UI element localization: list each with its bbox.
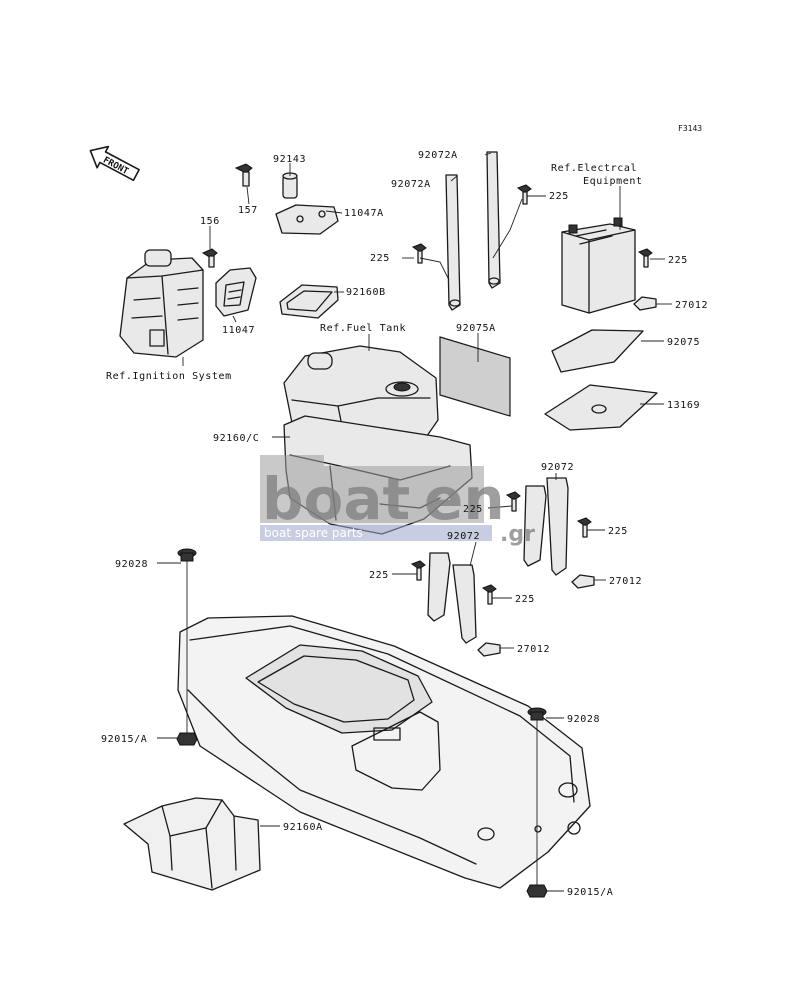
- part-label: 92160B: [346, 287, 386, 298]
- ref-ignition-system: Ref.Ignition System: [106, 371, 232, 382]
- hull: [177, 615, 591, 889]
- part-label: 92028: [115, 559, 148, 570]
- strap-92072-lower: [427, 552, 477, 644]
- part-label: 92160/C: [213, 433, 259, 444]
- part-label: 225: [370, 253, 390, 264]
- clip-27012-c: [477, 642, 501, 657]
- leader-lines: [157, 152, 672, 892]
- part-label: 27012: [675, 300, 708, 311]
- bolt-225-d: [505, 491, 521, 512]
- part-label: 225: [668, 255, 688, 266]
- part-label: 92072: [541, 462, 574, 473]
- part-label: 225: [369, 570, 389, 581]
- part-label: 92075: [667, 337, 700, 348]
- bolt-157: [234, 163, 253, 187]
- part-label: 225: [515, 594, 535, 605]
- sheet-92075: [551, 329, 644, 373]
- part-label: 11047A: [344, 208, 384, 219]
- nut-92015a-b: [526, 884, 548, 898]
- part-label: 157: [238, 205, 258, 216]
- strap-92072-upper: [523, 477, 569, 576]
- strap-92072a-right: [486, 151, 501, 289]
- part-label: 92072: [447, 531, 480, 542]
- bolt-225-a: [516, 184, 532, 205]
- sheet-13169: [544, 384, 658, 431]
- watermark-tagline: boat spare parts: [264, 526, 363, 540]
- ref-fuel-tank: Ref.Fuel Tank: [320, 323, 406, 334]
- part-label: 92072A: [391, 179, 431, 190]
- ignition-system-box: [119, 249, 204, 358]
- clip-27012-b: [571, 574, 595, 589]
- part-label: 92143: [273, 154, 306, 165]
- collar-92143: [282, 172, 298, 199]
- part-label: 27012: [517, 644, 550, 655]
- part-label: 92160A: [283, 822, 323, 833]
- part-label: 92072A: [418, 150, 458, 161]
- part-label: 225: [549, 191, 569, 202]
- bolt-225-f: [410, 560, 426, 581]
- part-label: 13169: [667, 400, 700, 411]
- grommet-92028-b: [527, 707, 547, 721]
- part-label: 92015/A: [101, 734, 147, 745]
- battery: [561, 217, 636, 314]
- bolt-225-b: [411, 243, 427, 264]
- clip-27012-a: [633, 296, 657, 311]
- ref-electrical-line1: Ref.Electrcal: [551, 163, 637, 174]
- pad-92160b: [279, 284, 339, 319]
- bolt-225-c: [637, 248, 653, 268]
- part-label: 225: [608, 526, 628, 537]
- watermark-brand-a: boat: [262, 465, 410, 533]
- grommet-92028-a: [177, 548, 197, 562]
- bolt-225-g: [481, 584, 497, 605]
- part-label: 92075A: [456, 323, 496, 334]
- figure-code: F3143: [678, 124, 702, 133]
- front-arrow-icon: FRONT: [89, 145, 140, 182]
- part-label: 225: [463, 504, 483, 515]
- ref-electrical-line2: Equipment: [583, 176, 643, 187]
- bolt-156: [201, 248, 218, 268]
- sheet-92075a: [439, 336, 511, 417]
- part-label: 11047: [222, 325, 255, 336]
- watermark-brand-c: .gr: [500, 522, 535, 547]
- strap-92072a-left: [445, 174, 461, 311]
- part-label: 92028: [567, 714, 600, 725]
- cover-92160a: [123, 797, 261, 891]
- part-label: 27012: [609, 576, 642, 587]
- part-label: 92015/A: [567, 887, 613, 898]
- part-label: 156: [200, 216, 220, 227]
- watermark: boat en .gr boat spare parts: [260, 455, 535, 547]
- bolt-225-e: [576, 517, 592, 538]
- nut-92015a-a: [176, 732, 198, 746]
- bracket-11047a: [275, 204, 339, 235]
- watermark-brand-b: en: [424, 465, 505, 533]
- bracket-11047: [215, 267, 257, 317]
